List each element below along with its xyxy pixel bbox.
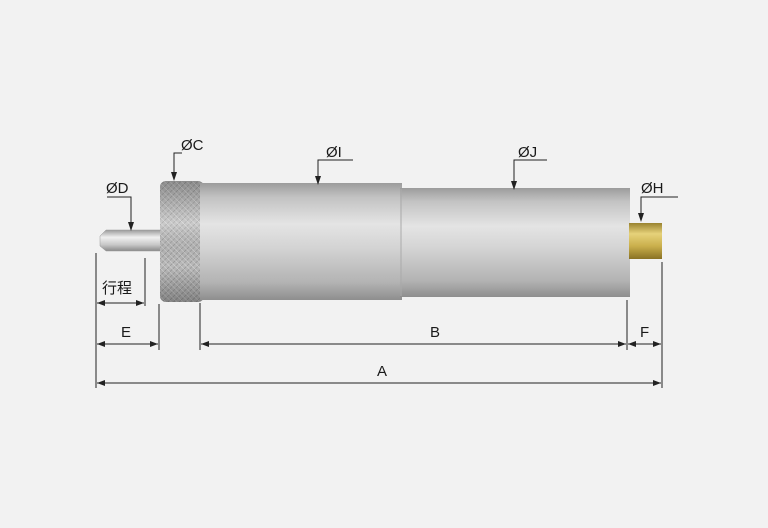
b-dimension bbox=[201, 341, 626, 347]
e-dimension bbox=[97, 341, 158, 347]
label-dim-f: F bbox=[640, 324, 649, 341]
piston-rod bbox=[99, 229, 163, 252]
label-dim-b: B bbox=[430, 324, 440, 341]
brass-end-stopper bbox=[629, 223, 662, 259]
leader-lines bbox=[107, 152, 678, 231]
label-dia-i: ØI bbox=[326, 144, 342, 161]
stroke-dimension bbox=[97, 300, 144, 306]
body-section-j bbox=[400, 188, 630, 297]
body-section-i bbox=[200, 183, 402, 300]
knurled-nut bbox=[160, 181, 204, 302]
extension-lines bbox=[95, 253, 663, 388]
label-dia-d: ØD bbox=[106, 180, 129, 197]
a-dimension bbox=[97, 380, 661, 386]
label-dia-h: ØH bbox=[641, 180, 664, 197]
label-dim-e: E bbox=[121, 324, 131, 341]
f-dimension bbox=[628, 341, 661, 347]
label-dia-j: ØJ bbox=[518, 144, 537, 161]
label-stroke: 行程 bbox=[102, 280, 132, 297]
label-dim-a: A bbox=[377, 363, 387, 380]
label-dia-c: ØC bbox=[181, 137, 204, 154]
